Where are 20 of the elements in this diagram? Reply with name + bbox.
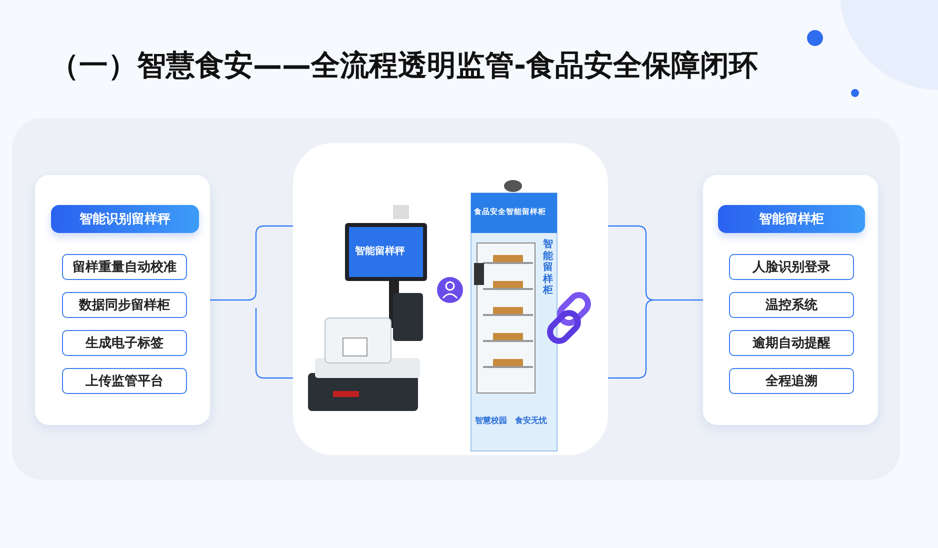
fridge-bottom-text: 智慧校园 <box>475 415 507 426</box>
product-photo <box>293 143 608 455</box>
feature-box: 留样重量自动校准 <box>62 254 187 280</box>
feature-box: 全程追溯 <box>729 368 854 394</box>
feature-box: 人脸识别登录 <box>729 254 854 280</box>
feature-box: 上传监管平台 <box>62 368 187 394</box>
feature-box: 生成电子标签 <box>62 330 187 356</box>
fridge-bottom-text: 食安无忧 <box>515 415 547 426</box>
feature-box: 逾期自动提醒 <box>729 330 854 356</box>
panel-heading: 智能识别留样秤 <box>51 205 199 233</box>
panel-card <box>35 175 210 425</box>
title: （一）智慧食安——全流程透明监管-食品安全保障闭环 <box>50 47 758 84</box>
panel-card <box>703 175 878 425</box>
feature-box: 数据同步留样柜 <box>62 292 187 318</box>
feature-box: 温控系统 <box>729 292 854 318</box>
bracket-connector <box>209 225 294 379</box>
screen-text: 智能留样秤 <box>355 244 405 258</box>
fridge-side-text: 智能留样柜 <box>543 239 554 296</box>
panel-heading: 智能留样柜 <box>718 205 865 233</box>
bracket-connector <box>607 225 704 379</box>
